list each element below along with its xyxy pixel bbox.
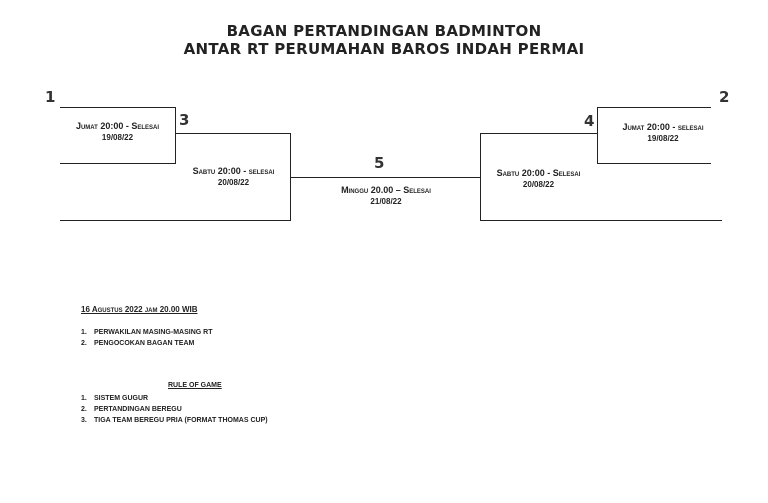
- meeting-heading: 16 Agustus 2022 jam 20.00 WIB: [81, 305, 198, 314]
- bracket-line-left-r1-bottom: [60, 163, 176, 164]
- slot-number-4: 4: [584, 112, 595, 130]
- bracket-line-final: [290, 177, 481, 178]
- match-date: 20/08/22: [217, 178, 250, 187]
- bracket-line-right-r2-top: [480, 133, 598, 134]
- bracket-line-right-r1-top: [597, 107, 711, 108]
- bracket-line-left-r2-top: [175, 133, 291, 134]
- slot-number-1: 1: [45, 88, 56, 106]
- rules-heading: RULE OF GAME: [168, 382, 222, 389]
- bracket-line-left-r1-join: [175, 107, 176, 164]
- list-item: 3.TIGA TEAM BEREGU PRIA (FORMAT THOMAS C…: [81, 417, 268, 424]
- list-item: 2.PENGOCOKAN BAGAN TEAM: [81, 340, 195, 347]
- match-schedule: Sabtu 20:00 - Selesai: [496, 168, 581, 178]
- match-schedule: Sabtu 20:00 - selesai: [192, 166, 275, 176]
- list-item: 2.PERTANDINGAN BEREGU: [81, 406, 182, 413]
- page-title-line1: BAGAN PERTANDINGAN BADMINTON: [226, 22, 542, 40]
- match-final: Minggu 20.00 – Selesai 21/08/22: [291, 185, 481, 207]
- rules-list: 1.SISTEM GUGUR 2.PERTANDINGAN BEREGU 3.T…: [81, 393, 268, 426]
- bracket-line-left-r2-bottom: [60, 220, 291, 221]
- match-right-r1: Jumat 20:00 - selesai 19/08/22: [598, 122, 728, 144]
- meeting-list: 1.PERWAKILAN MASING-MASING RT 2.PENGOCOK…: [81, 327, 212, 349]
- bracket-line-right-r2-bottom: [480, 220, 722, 221]
- bracket-line-right-r1-join: [597, 107, 598, 164]
- match-schedule: Jumat 20:00 - Selesai: [75, 121, 160, 131]
- match-date: 20/08/22: [522, 180, 555, 189]
- match-date: 21/08/22: [370, 197, 402, 206]
- bracket-line-right-r2-join: [480, 133, 481, 221]
- bracket-line-right-r1-bottom: [597, 163, 711, 164]
- slot-number-3: 3: [179, 111, 190, 129]
- slot-number-5: 5: [374, 154, 385, 172]
- match-date: 19/08/22: [647, 134, 679, 143]
- bracket-line-left-r1-top: [60, 107, 175, 108]
- page-title-line2: ANTAR RT PERUMAHAN BAROS INDAH PERMAI: [183, 40, 585, 58]
- match-right-r2: Sabtu 20:00 - Selesai 20/08/22: [480, 168, 597, 190]
- match-date: 19/08/22: [101, 133, 134, 142]
- list-item: 1.SISTEM GUGUR: [81, 395, 149, 402]
- list-item: 1.PERWAKILAN MASING-MASING RT: [81, 329, 213, 336]
- slot-number-2: 2: [719, 88, 730, 106]
- match-schedule: Jumat 20:00 - selesai: [622, 122, 704, 132]
- match-schedule: Minggu 20.00 – Selesai: [341, 185, 431, 195]
- match-left-r1: Jumat 20:00 - Selesai 19/08/22: [60, 121, 175, 143]
- match-left-r2: Sabtu 20:00 - selesai 20/08/22: [176, 166, 291, 188]
